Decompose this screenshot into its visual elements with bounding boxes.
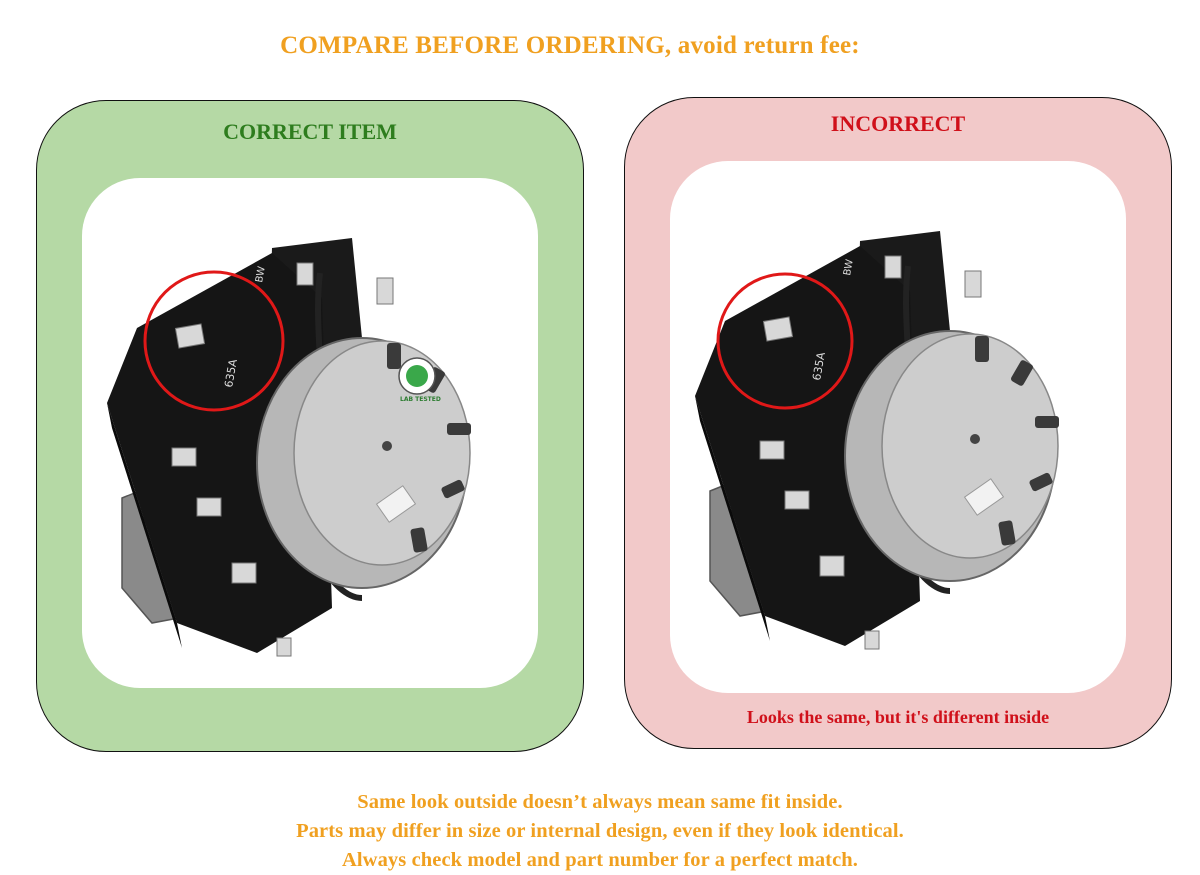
red-circle-highlight-icon [716,272,854,410]
footer-notes: Same look outside doesn’t always mean sa… [0,788,1200,875]
part-marking-bw: BW [254,265,268,283]
part-marking-code: 635A [222,358,240,389]
incorrect-item-photo-frame: 635A BW [670,161,1126,693]
footer-line: Parts may differ in size or internal des… [296,820,904,842]
lab-tested-badge-icon [398,357,436,395]
part-marking-code: 635A [810,351,828,382]
footer-line: Always check model and part number for a… [341,849,859,871]
part-marking-bw: BW [842,258,856,276]
dryer-timer-part-photo: LAB TESTED 635A BW [107,238,471,657]
incorrect-item-caption: Looks the same, but it's different insid… [746,707,1050,727]
red-circle-highlight-icon [143,270,285,412]
correct-item-panel: CORRECT ITEM [36,100,584,752]
footer-line: Same look outside doesn’t always mean sa… [357,791,843,813]
correct-item-label: CORRECT ITEM [223,119,397,144]
correct-item-photo-frame: LAB TESTED 635A BW [82,178,538,688]
incorrect-item-panel: INCORRECT [624,97,1172,749]
dryer-timer-part-photo: 635A BW [695,231,1059,650]
lab-tested-badge-text: LAB TESTED [400,396,441,403]
page-heading: COMPARE BEFORE ORDERING, avoid return fe… [280,32,860,59]
incorrect-item-label: INCORRECT [830,111,966,136]
